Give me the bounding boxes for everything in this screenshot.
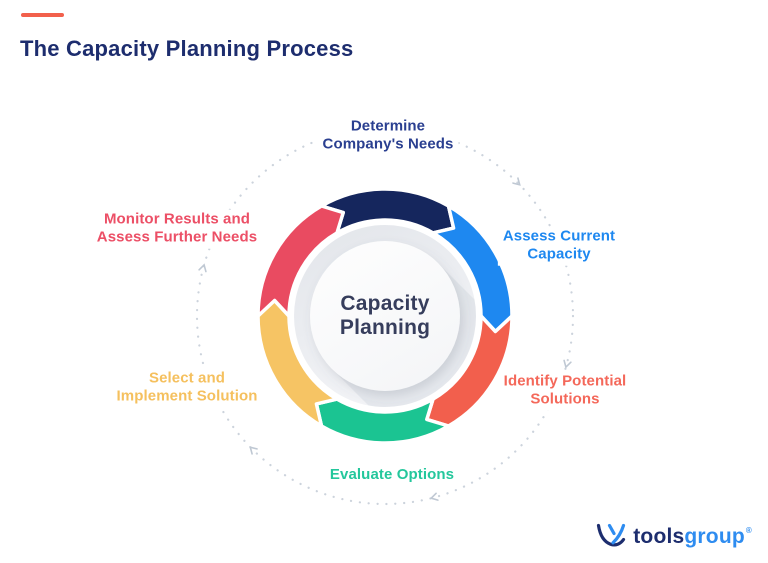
label-assess-current-capacity: Assess Current Capacity	[497, 226, 621, 266]
center-white-disc	[310, 241, 460, 391]
label-select-implement-solution: Select and Implement Solution	[111, 368, 263, 408]
flow-arrowhead-icon	[249, 446, 258, 455]
page-title: The Capacity Planning Process	[20, 36, 354, 61]
cycle-arc-segments	[256, 187, 514, 445]
label-line: Determine	[350, 117, 426, 135]
toolsgroup-logo: toolsgroup®	[596, 523, 752, 549]
toolsgroup-logo-icon	[597, 523, 626, 547]
label-monitor-results-assess-needs: Monitor Results and Assess Further Needs	[91, 209, 263, 249]
flow-arrowhead-icon	[563, 359, 572, 369]
diagram-center-label: Capacity Planning	[340, 292, 430, 340]
logo-text-group: group	[684, 524, 745, 548]
label-identify-potential-solutions: Identify Potential Solutions	[498, 371, 632, 411]
label-determine-company-needs: Determine Company's Needs	[317, 116, 459, 156]
center-label-line: Capacity	[340, 291, 430, 315]
label-line: Evaluate Options	[329, 465, 455, 483]
flow-arrowhead-icon	[512, 177, 521, 186]
toolsgroup-logo-text: toolsgroup®	[633, 526, 752, 547]
label-line: Implement Solution	[116, 388, 258, 405]
logo-text-tools: tools	[633, 524, 685, 548]
label-line: Assess Further Needs	[96, 229, 258, 246]
accent-bar	[21, 13, 64, 17]
center-label-line: Planning	[339, 316, 431, 339]
label-line: Monitor Results and	[103, 210, 251, 228]
flow-arrowhead-icon	[429, 492, 439, 501]
label-line: Select and	[148, 369, 226, 387]
label-line: Assess Current	[502, 227, 616, 245]
label-line: Capacity	[527, 246, 591, 263]
flow-arrowhead-icon	[198, 263, 207, 273]
arc-segment-5	[256, 204, 345, 318]
label-line: Identify Potential	[503, 372, 627, 390]
label-line: Solutions	[530, 391, 600, 408]
label-evaluate-options: Evaluate Options	[324, 464, 460, 486]
dotted-circle	[195, 126, 575, 506]
label-line: Company's Needs	[322, 136, 454, 153]
registered-mark: ®	[745, 525, 752, 535]
